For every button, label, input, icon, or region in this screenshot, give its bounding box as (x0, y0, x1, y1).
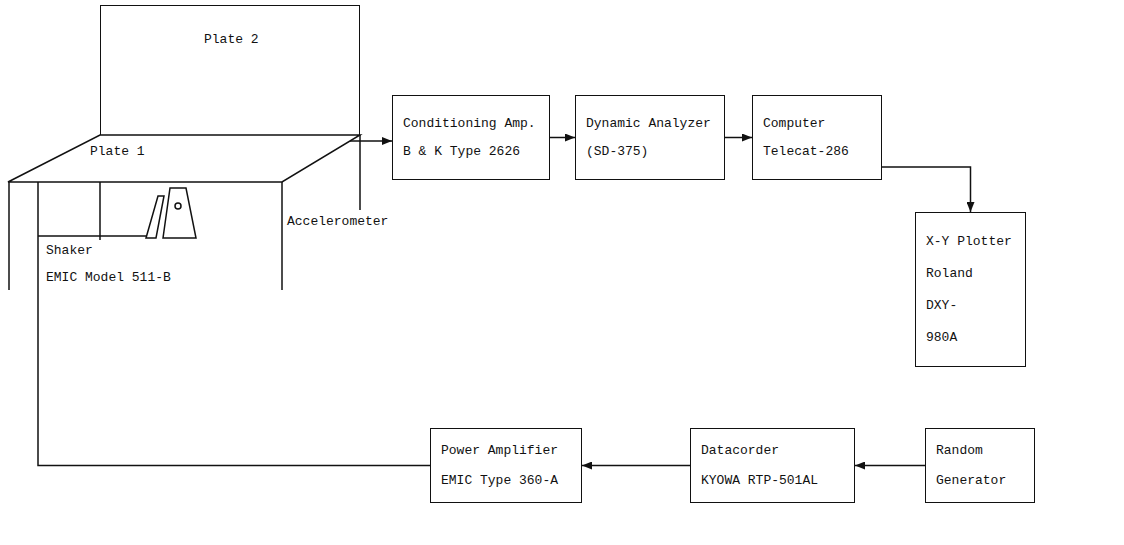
table-leg (99, 182, 101, 240)
signal-line (725, 137, 752, 139)
shaker-symbol (163, 188, 196, 238)
signal-line (582, 465, 690, 467)
box-label: (SD-375) (586, 138, 648, 166)
instrument-box: Random Generator (925, 428, 1035, 503)
table-leg (281, 182, 283, 290)
instrument-box: Dynamic Analyzer(SD-375) (575, 95, 725, 180)
plate-surface (8, 135, 360, 182)
component-label: EMIC Model 511-B (46, 266, 171, 290)
box-label: EMIC Type 360-A (441, 466, 558, 496)
signal-line (855, 465, 925, 467)
shaker-symbol (175, 203, 181, 209)
signal-line (882, 167, 971, 212)
box-label: Plate 2 (204, 32, 259, 48)
box-label: KYOWA RTP-501AL (701, 466, 818, 496)
box-label: X-Y Plotter (926, 226, 1012, 258)
box-label: Dynamic Analyzer (586, 110, 711, 138)
box-label: Computer (763, 110, 825, 138)
instrument-box: ComputerTelecat-286 (752, 95, 882, 180)
box-label: Datacorder (701, 436, 779, 466)
instrument-box: Conditioning Amp.B & K Type 2626 (392, 95, 550, 180)
instrument-box: DatacorderKYOWA RTP-501AL (690, 428, 855, 503)
component-label: Shaker (46, 243, 93, 259)
drive-wire (38, 235, 146, 237)
box-label: B & K Type 2626 (403, 138, 520, 166)
box-label: Roland DXY-980A (926, 258, 973, 354)
box-label: Plate 1 (90, 144, 145, 160)
component-label: Accelerometer (287, 214, 388, 230)
signal-line (350, 140, 392, 142)
box-label: Random Generator (936, 436, 1006, 496)
table-leg (359, 135, 361, 210)
table-leg (8, 182, 10, 290)
box-label: Telecat-286 (763, 138, 849, 166)
signal-line (38, 182, 430, 466)
box-label: Conditioning Amp. (403, 110, 536, 138)
signal-line (550, 137, 575, 139)
box-label: Power Amplifier (441, 436, 558, 466)
plate-outline: Plate 1 (8, 135, 360, 182)
shaker-symbol (146, 196, 164, 238)
plate-outline: Plate 2 (100, 5, 360, 136)
plate-shape (8, 135, 360, 182)
instrument-box: Power AmplifierEMIC Type 360-A (430, 428, 582, 503)
instrument-box: X-Y PlotterRoland DXY-980A (915, 212, 1026, 367)
